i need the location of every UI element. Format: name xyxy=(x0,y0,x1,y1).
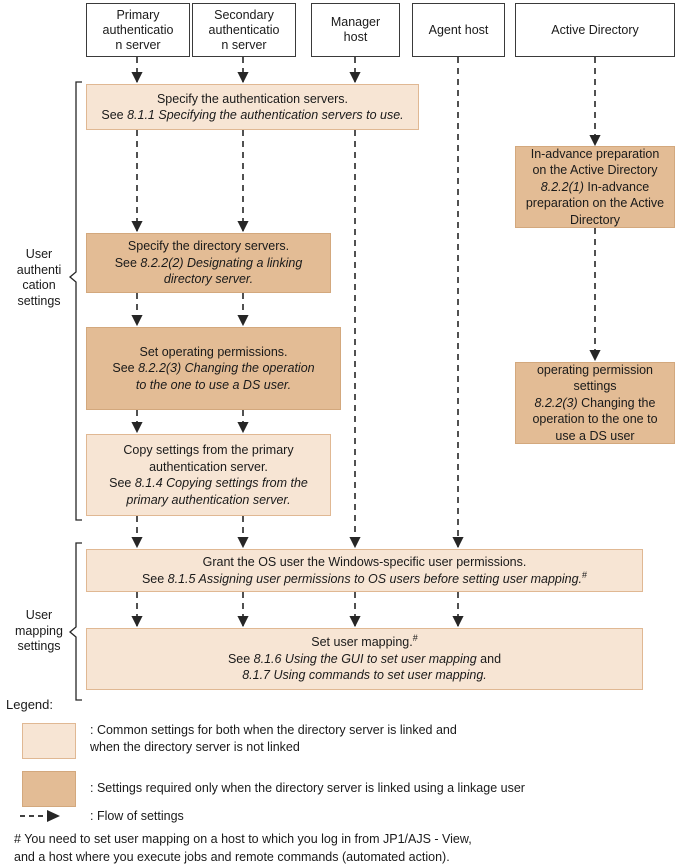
step-text-run: 8.2.2(3) xyxy=(534,395,578,410)
step-text-line: operation to the one to xyxy=(520,411,670,428)
step-box-set-operating-permissions: Set operating permissions.See 8.2.2(3) C… xyxy=(86,327,341,410)
step-text-line: 8.1.7 Using commands to set user mapping… xyxy=(91,667,638,684)
lane-header-active-directory: Active Directory xyxy=(515,3,675,57)
footnote-user-mapping: # You need to set user mapping on a host… xyxy=(14,832,472,864)
step-text-run: Changing the xyxy=(577,395,656,410)
legend-swatch-linkage-user-settings xyxy=(22,771,76,807)
step-text-run: See xyxy=(114,255,141,270)
step-text-line: Directory xyxy=(520,212,670,229)
step-text-run: operating permission xyxy=(536,362,654,377)
step-text-run: See xyxy=(141,571,168,586)
step-text-line: See 8.1.4 Copying settings from the xyxy=(91,475,326,492)
group-label-user-mapping-settings: User mapping settings xyxy=(8,608,70,655)
step-text-line: See 8.1.1 Specifying the authentication … xyxy=(91,107,414,124)
step-text-run: 8.2.2(2) Designating a linking xyxy=(140,255,303,270)
step-text-run: Set user mapping. xyxy=(311,635,413,650)
step-text-run: 8.1.5 Assigning user permissions to OS u… xyxy=(167,571,583,586)
step-text-line: 8.2.2(1) In-advance xyxy=(520,179,670,196)
step-text-line: directory server. xyxy=(91,271,326,288)
step-text-run: Copy settings from the primary xyxy=(123,443,294,457)
step-text-line: See 8.1.6 Using the GUI to set user mapp… xyxy=(91,651,638,668)
step-text-run: 8.1.7 Using commands to set user mapping… xyxy=(242,668,487,683)
group-brace-user-mapping xyxy=(68,542,82,701)
step-text-run: In-advance xyxy=(583,179,650,194)
step-text-run: directory server. xyxy=(163,272,254,287)
legend-swatch-common-settings xyxy=(22,723,76,759)
step-text-run: primary authentication server. xyxy=(126,492,291,507)
step-text-line: Copy settings from the primary xyxy=(91,442,326,459)
group-label-user-authentication-settings: User authenti cation settings xyxy=(8,247,70,309)
step-text-run: and xyxy=(476,651,502,666)
step-text-run: preparation on the Active xyxy=(525,196,665,211)
legend-text-flow-of-settings: : Flow of settings xyxy=(90,809,184,823)
lane-header-agent-host: Agent host xyxy=(412,3,505,57)
step-text-line: 8.2.2(3) Changing the xyxy=(520,395,670,412)
step-text-run: See xyxy=(101,108,128,122)
step-text-line: preparation on the Active xyxy=(520,195,670,212)
step-text-line: use a DS user xyxy=(520,428,670,445)
legend-text-common-settings: : Common settings for both when the dire… xyxy=(90,723,457,754)
step-text-run: See xyxy=(112,361,139,376)
lane-header-label: Agent host xyxy=(428,22,489,37)
legend-text-linkage-user-settings: : Settings required only when the direct… xyxy=(90,781,525,795)
lane-header-primary-auth-server: Primary authenticatio n server xyxy=(86,3,190,57)
step-box-copy-settings-from-primary: Copy settings from the primary authentica… xyxy=(86,434,331,516)
step-text-run: 8.1.1 Specifying the authentication serv… xyxy=(127,108,404,122)
step-text-run: 8.1.4 Copying settings from the xyxy=(134,476,308,490)
step-text-line: Grant the OS user the Windows-specific u… xyxy=(91,554,638,571)
step-text-run: Grant the OS user the Windows-specific u… xyxy=(202,555,527,569)
step-text-run: Set operating permissions. xyxy=(139,344,288,359)
step-text-run: on the Active Directory xyxy=(532,163,658,178)
lane-header-label: Active Directory xyxy=(551,22,639,37)
lane-header-label: Primary authenticatio n server xyxy=(102,7,174,52)
step-text-run: Specify the directory servers. xyxy=(127,239,290,254)
step-text-line: operating permission xyxy=(520,362,670,379)
step-text-run: 8.2.2(1) xyxy=(540,179,584,194)
step-text-run: In-advance preparation xyxy=(530,146,660,161)
step-text-run: to the one to use a DS user. xyxy=(135,377,292,392)
step-text-line: on the Active Directory xyxy=(520,162,670,179)
step-text-run: See xyxy=(109,476,135,490)
step-box-grant-os-user-permissions: Grant the OS user the Windows-specific u… xyxy=(86,549,643,592)
step-text-line: Set user mapping.# xyxy=(91,634,638,651)
step-text-run: 8.1.6 Using the GUI to set user mapping xyxy=(253,651,477,666)
step-text-run: 8.2.2(3) Changing the operation xyxy=(138,361,315,376)
step-text-line: See 8.2.2(3) Changing the operation xyxy=(91,360,336,377)
step-text-run: Directory xyxy=(569,212,620,227)
step-text-run: use a DS user xyxy=(555,428,635,443)
step-text-line: See 8.2.2(2) Designating a linking xyxy=(91,255,326,272)
legend-title: Legend: xyxy=(6,697,53,712)
step-text-run: authentication server. xyxy=(149,459,268,474)
lane-header-label: Secondary authenticatio n server xyxy=(208,7,280,52)
step-box-set-user-mapping: Set user mapping.#See 8.1.6 Using the GU… xyxy=(86,628,643,690)
step-text-line: to the one to use a DS user. xyxy=(91,377,336,394)
lane-header-label: Manager host xyxy=(330,15,381,44)
legend-flow-arrow-sample xyxy=(20,810,60,822)
step-text-run: Specify the authentication servers. xyxy=(156,91,349,106)
step-box-in-advance-preparation-active-directory: In-advance preparation on the Active Dire… xyxy=(515,146,675,228)
step-text-line: See 8.1.5 Assigning user permissions to … xyxy=(91,569,638,588)
footnote-marker: # xyxy=(412,633,418,644)
group-label-text: User authenti cation settings xyxy=(16,247,62,308)
step-box-specify-authentication-servers: Specify the authentication servers.See 8… xyxy=(86,84,419,130)
step-text-line: Specify the directory servers. xyxy=(91,238,326,255)
group-brace-user-authentication xyxy=(68,81,82,521)
step-text-run: See xyxy=(227,651,254,666)
footnote-marker: # xyxy=(582,569,588,580)
step-text-run: operation to the one to xyxy=(532,412,658,427)
step-text-line: Set operating permissions. xyxy=(91,344,336,361)
step-text-line: Specify the authentication servers. xyxy=(91,91,414,108)
lane-header-manager-host: Manager host xyxy=(311,3,400,57)
step-text-line: authentication server. xyxy=(91,459,326,476)
step-text-line: primary authentication server. xyxy=(91,492,326,509)
step-text-run: settings xyxy=(573,379,617,394)
group-label-text: User mapping settings xyxy=(15,608,63,653)
step-text-line: In-advance preparation xyxy=(520,146,670,163)
lane-header-secondary-auth-server: Secondary authenticatio n server xyxy=(192,3,296,57)
step-box-specify-directory-servers: Specify the directory servers.See 8.2.2(… xyxy=(86,233,331,293)
step-text-line: settings xyxy=(520,378,670,395)
